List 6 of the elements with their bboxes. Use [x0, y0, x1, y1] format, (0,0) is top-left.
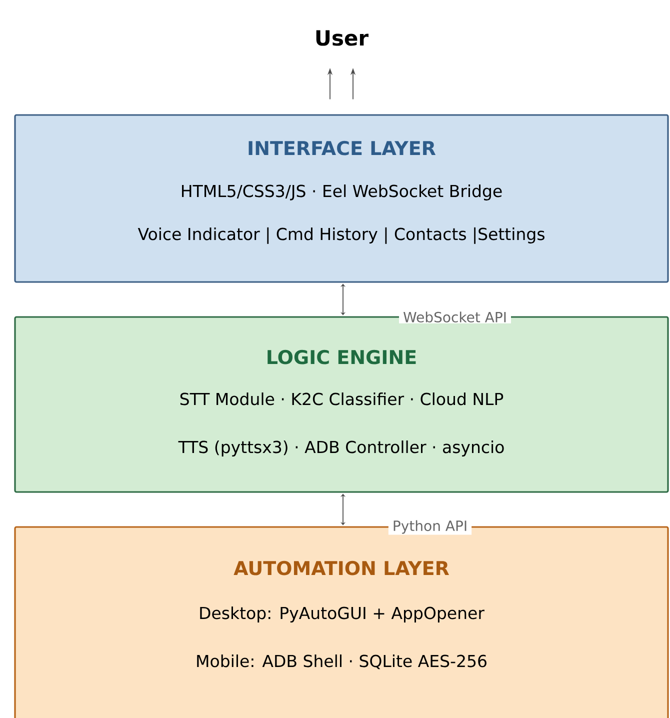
arrow: [340, 494, 346, 526]
layer-box: INTERFACE LAYER HTML5/CSS3/JS · Eel WebSocket Bridge Voice Indicator | Cmd History | Contacts |Settings: [14, 114, 669, 283]
edge-label: WebSocket API: [399, 310, 511, 324]
arrow: [340, 284, 346, 316]
user-label: User: [316, 30, 368, 46]
edge-label: Python API: [388, 519, 472, 535]
